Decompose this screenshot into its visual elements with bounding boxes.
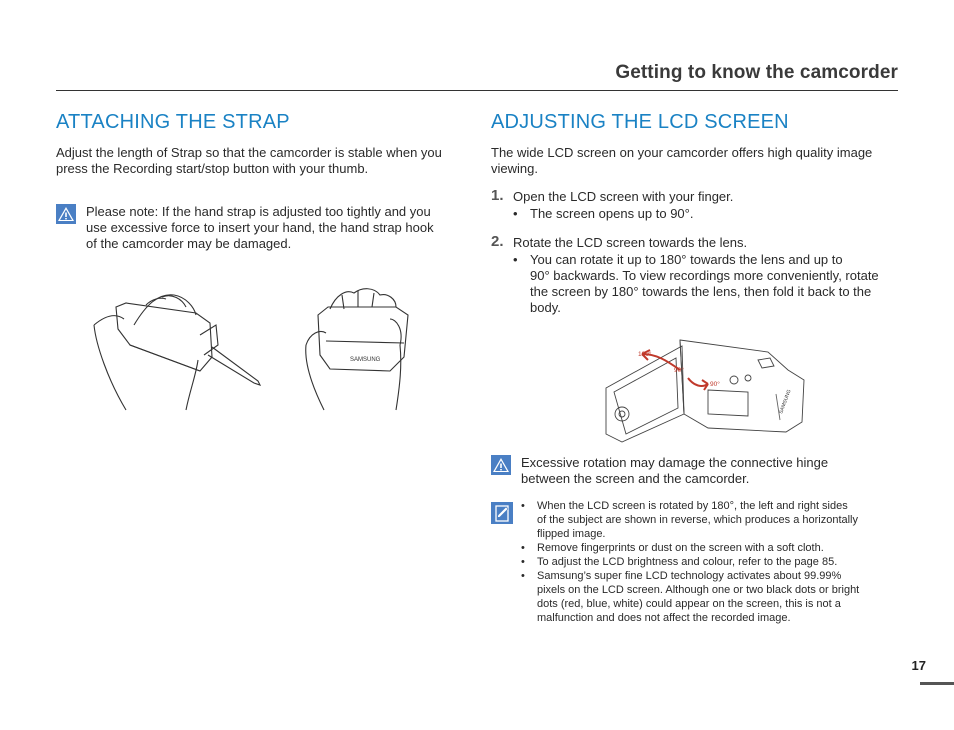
bullet-dot: • — [521, 500, 525, 512]
label-90-front: 90° — [674, 366, 684, 374]
note-item: dots (red, blue, white) could appear on … — [521, 597, 859, 611]
note-item: malfunction and does not affect the reco… — [521, 611, 859, 625]
step2-bullet-line: You can rotate it up to 180° towards the… — [530, 252, 843, 267]
step2-bullet-line: the screen by 180° towards the lens, the… — [530, 284, 872, 299]
step2-bullet-line: 90° backwards. To view recordings more c… — [530, 268, 879, 283]
note-text: Samsung’s super fine LCD technology acti… — [537, 570, 842, 582]
warning-icon — [491, 455, 511, 480]
section-title-strap: ATTACHING THE STRAP — [56, 111, 290, 133]
bullet-dot: • — [521, 570, 525, 582]
note-text: pixels on the LCD screen. Although one o… — [537, 584, 860, 596]
camcorder-brand-label: SAMSUNG — [778, 389, 792, 415]
note-item: of the subject are shown in reverse, whi… — [521, 513, 859, 527]
step2-bullet-text: You can rotate it up to 180° towards the… — [530, 252, 879, 316]
step2-text: Rotate the LCD screen towards the lens. — [513, 235, 748, 250]
strap-illustration-side — [86, 285, 266, 420]
lcd-intro: The wide LCD screen on your camcorder of… — [491, 145, 872, 177]
note-item: • To adjust the LCD brightness and colour… — [521, 555, 859, 569]
step1-bullet: • The screen opens up to 90°. — [513, 206, 693, 222]
note-item: • Samsung’s super fine LCD technology act… — [521, 569, 859, 583]
note-item: • When the LCD screen is rotated by 180°,… — [521, 499, 859, 513]
bullet-dot: • — [513, 252, 518, 267]
strap-intro-line: press the Recording start/stop button wi… — [56, 161, 369, 176]
note-item: • Remove fingerprints or dust on the scre… — [521, 541, 859, 555]
note-icon — [491, 502, 513, 529]
bullet-dot: • — [513, 206, 518, 221]
strap-warning-line: Please note: If the hand strap is adjust… — [86, 204, 431, 219]
lcd-warning: Excessive rotation may damage the connec… — [521, 455, 828, 487]
strap-intro-line: Adjust the length of Strap so that the c… — [56, 145, 442, 160]
label-90-back: 90° — [710, 380, 720, 388]
strap-warning-line: of the camcorder may be damaged. — [86, 236, 292, 251]
step-number: 1. — [491, 187, 504, 204]
strap-brand-label: SAMSUNG — [350, 357, 381, 363]
note-text: flipped image. — [537, 528, 606, 540]
lcd-warning-line: Excessive rotation may damage the connec… — [521, 455, 829, 470]
step1-text: Open the LCD screen with your finger. — [513, 189, 734, 204]
notes-list: • When the LCD screen is rotated by 180°,… — [521, 499, 859, 625]
lcd-intro-line: viewing. — [491, 161, 538, 176]
step2-bullet-line: body. — [530, 300, 561, 315]
step2-bullet: • You can rotate it up to 180° towards t… — [513, 252, 879, 316]
header-rule — [56, 90, 898, 91]
section-title-lcd: ADJUSTING THE LCD SCREEN — [491, 111, 789, 133]
strap-intro: Adjust the length of Strap so that the c… — [56, 145, 442, 177]
note-item: flipped image. — [521, 527, 859, 541]
note-text: Remove fingerprints or dust on the scree… — [537, 542, 824, 554]
strap-warning: Please note: If the hand strap is adjust… — [86, 204, 434, 252]
note-item: pixels on the LCD screen. Although one o… — [521, 583, 859, 597]
running-header: Getting to know the camcorder — [615, 62, 898, 83]
note-text: of the subject are shown in reverse, whi… — [537, 514, 859, 526]
page-number: 17 — [911, 658, 926, 673]
note-text: To adjust the LCD brightness and colour,… — [537, 556, 838, 568]
note-text: dots (red, blue, white) could appear on … — [537, 598, 841, 610]
bullet-dot: • — [521, 542, 525, 554]
strap-illustration-front: SAMSUNG — [300, 285, 420, 420]
lcd-intro-line: The wide LCD screen on your camcorder of… — [491, 145, 873, 160]
note-text: When the LCD screen is rotated by 180°, … — [537, 500, 848, 512]
step-number: 2. — [491, 233, 504, 250]
lcd-rotation-diagram: 180° 90° 90° SAMSUNG — [598, 330, 808, 450]
bullet-dot: • — [521, 556, 525, 568]
strap-warning-line: use excessive force to insert your hand,… — [86, 220, 434, 235]
label-180: 180° — [638, 350, 652, 358]
lcd-warning-line: between the screen and the camcorder. — [521, 471, 750, 486]
page-number-bar — [920, 682, 954, 685]
step1-bullet-text: The screen opens up to 90°. — [530, 206, 694, 221]
warning-icon — [56, 204, 76, 229]
note-text: malfunction and does not affect the reco… — [537, 612, 791, 624]
